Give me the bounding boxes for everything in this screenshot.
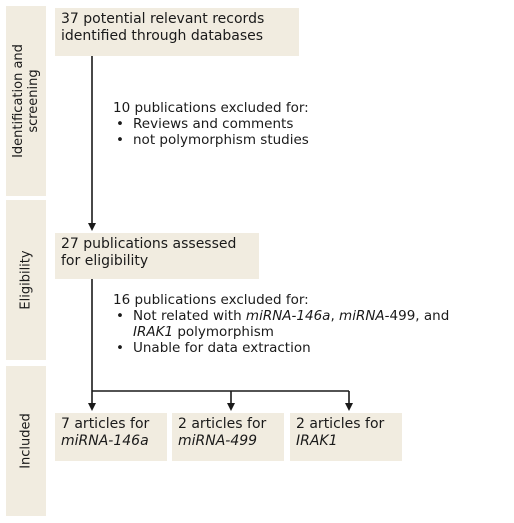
stage-included-bar: Included: [6, 366, 46, 516]
included-box-2: 2 articles for miRNA-499: [172, 413, 284, 461]
exclusion-2-reason-2: Unable for data extraction: [113, 340, 509, 356]
gene-mirna: miRNA: [339, 308, 385, 324]
included-box-3-gene: IRAK1: [296, 433, 338, 449]
gene-mirna-146a: miRNA-146a: [245, 308, 331, 324]
identified-records-line1: 37 potential relevant records: [61, 11, 265, 27]
exclusion-2-heading: 16 publications excluded for:: [113, 292, 309, 308]
included-box-1-gene: miRNA-146a: [61, 433, 149, 449]
assessed-records-line2: for eligibility: [61, 253, 149, 269]
included-box-3-line1: 2 articles for: [296, 416, 385, 432]
exclusion-2-reason-1-suffix: -499, and: [384, 308, 450, 324]
exclusion-2-reason-1-post: polymorphism: [173, 324, 274, 340]
assessed-records-box: 27 publications assessed for eligibility: [55, 233, 259, 279]
stage-identification-bar: Identification and screening: [6, 6, 46, 196]
exclusion-1-reason: Reviews and comments: [113, 116, 383, 132]
gene-irak1: IRAK1: [133, 324, 174, 340]
included-box-2-gene: miRNA-499: [178, 433, 258, 449]
exclusion-2: 16 publications excluded for: Not relate…: [113, 292, 509, 356]
exclusion-1-reason: not polymorphism studies: [113, 132, 383, 148]
included-box-3: 2 articles for IRAK1: [290, 413, 402, 461]
stage-eligibility-bar: Eligibility: [6, 200, 46, 360]
exclusion-2-reason-1: Not related with miRNA-146a, miRNA-499, …: [113, 308, 509, 340]
exclusion-2-reason-1-pre: Not related with: [133, 308, 246, 324]
included-box-1-line1: 7 articles for: [61, 416, 150, 432]
exclusion-2-reasons: Not related with miRNA-146a, miRNA-499, …: [113, 308, 509, 356]
exclusion-1-heading: 10 publications excluded for:: [113, 100, 309, 116]
identified-records-box: 37 potential relevant records identified…: [55, 8, 299, 56]
exclusion-1: 10 publications excluded for: Reviews an…: [113, 100, 383, 148]
assessed-records-line1: 27 publications assessed: [61, 236, 237, 252]
identified-records-line2: identified through databases: [61, 28, 264, 44]
included-box-2-line1: 2 articles for: [178, 416, 267, 432]
exclusion-1-reasons: Reviews and comments not polymorphism st…: [113, 116, 383, 148]
included-box-1: 7 articles for miRNA-146a: [55, 413, 167, 461]
exclusion-2-reason-1-sep: ,: [330, 308, 340, 324]
